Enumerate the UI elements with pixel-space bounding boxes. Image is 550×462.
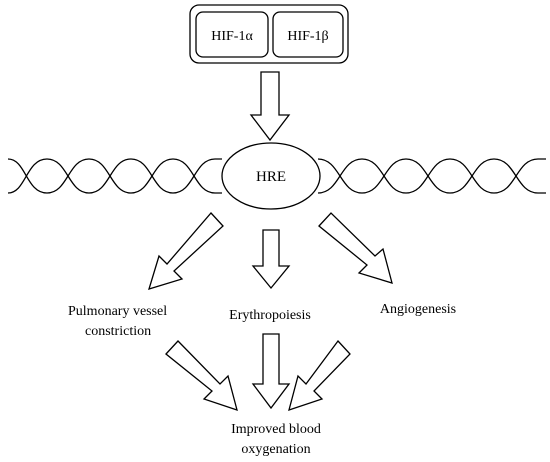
outcome-label-line1: Improved blood	[231, 422, 321, 437]
binding-arrow	[249, 71, 291, 142]
hif1-alpha-box	[195, 11, 269, 58]
angiogenesis-label: Angiogenesis	[380, 302, 456, 317]
hif1-beta-label: HIF-1β	[287, 29, 328, 44]
dna-strand-left-2	[7, 158, 222, 194]
arrow-to-erythropoiesis	[251, 229, 291, 290]
hre-ellipse	[221, 142, 321, 210]
outcome-label-line2: oxygenation	[241, 442, 310, 457]
dna-strand-left-1	[7, 158, 222, 194]
vessel-constriction-label-line1: Pulmonary vessel	[68, 304, 167, 319]
hif1-alpha-label: HIF-1α	[211, 29, 253, 44]
arrow-to-vessel-constriction	[148, 212, 224, 290]
hif1-beta-box	[272, 11, 344, 58]
dna-strand-right-1	[317, 158, 546, 194]
arrow-erythropoiesis-to-outcome	[251, 333, 291, 410]
arrow-vessel-to-outcome	[165, 340, 238, 411]
vessel-constriction-label-line2: constriction	[85, 324, 151, 339]
erythropoiesis-label: Erythropoiesis	[229, 308, 311, 323]
dna-strand-right-2	[317, 158, 546, 194]
arrow-angiogenesis-to-outcome	[288, 339, 351, 411]
hre-label: HRE	[256, 169, 286, 185]
arrow-to-angiogenesis	[318, 212, 393, 284]
